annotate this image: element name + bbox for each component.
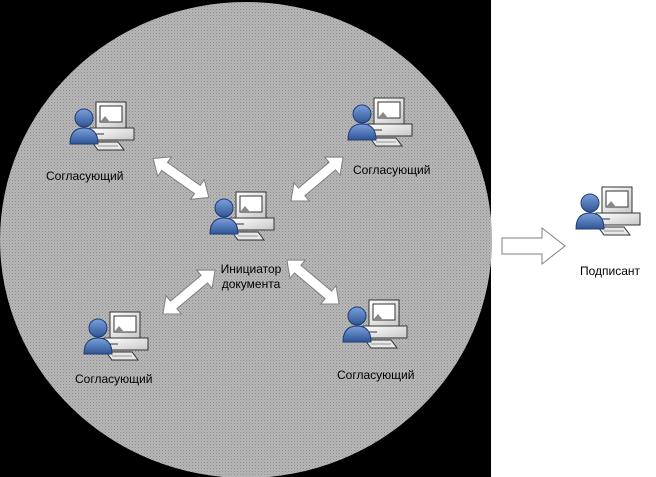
initiator-label-line2: документа bbox=[221, 277, 281, 291]
initiator-label: Инициатор документа bbox=[206, 262, 296, 292]
approver-bottom-left-label: Согласующий bbox=[75, 372, 153, 386]
approver-top-left-label: Согласующий bbox=[46, 169, 124, 183]
approver-top-right-label: Согласующий bbox=[353, 163, 431, 177]
signer-label: Подписант bbox=[580, 264, 641, 278]
user-computer-icon bbox=[575, 186, 641, 236]
initiator-label-line1: Инициатор bbox=[220, 262, 282, 276]
right-arrow-icon bbox=[501, 226, 566, 266]
approver-bottom-right-label: Согласующий bbox=[337, 368, 415, 382]
